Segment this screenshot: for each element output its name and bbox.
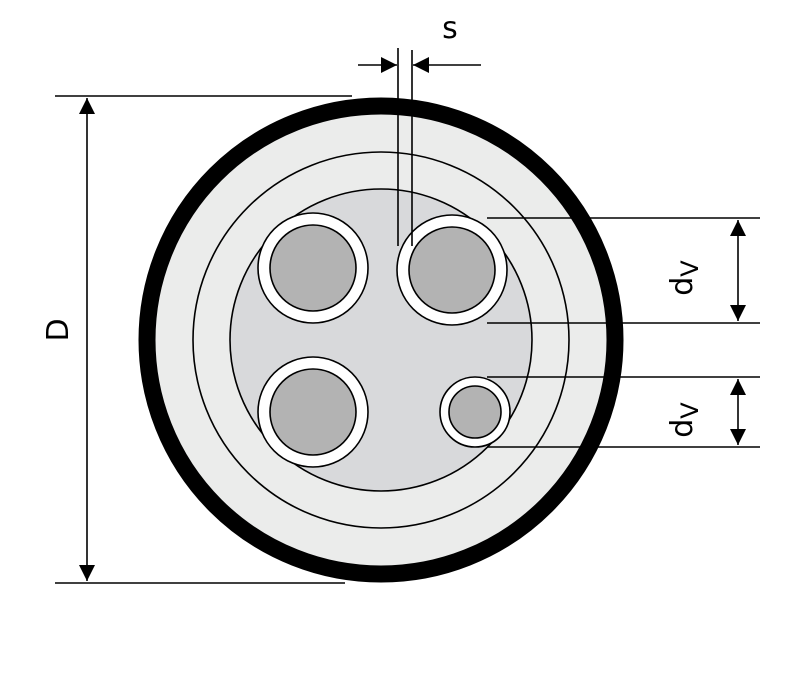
dimension-s <box>358 48 481 246</box>
label-dv-small: dV <box>665 402 704 438</box>
dimension-dv-small <box>487 376 760 448</box>
dimension-dv-large <box>487 217 760 324</box>
core-bottom-right-small <box>439 376 511 448</box>
label-D: D <box>41 318 76 341</box>
screen-layer <box>192 151 570 529</box>
label-s: s <box>442 11 458 46</box>
label-dv-large: dV <box>665 260 704 296</box>
dimension-D <box>55 95 352 584</box>
core-top-right <box>396 214 508 326</box>
core-bottom-left <box>257 356 369 468</box>
core-top-left <box>257 212 369 324</box>
